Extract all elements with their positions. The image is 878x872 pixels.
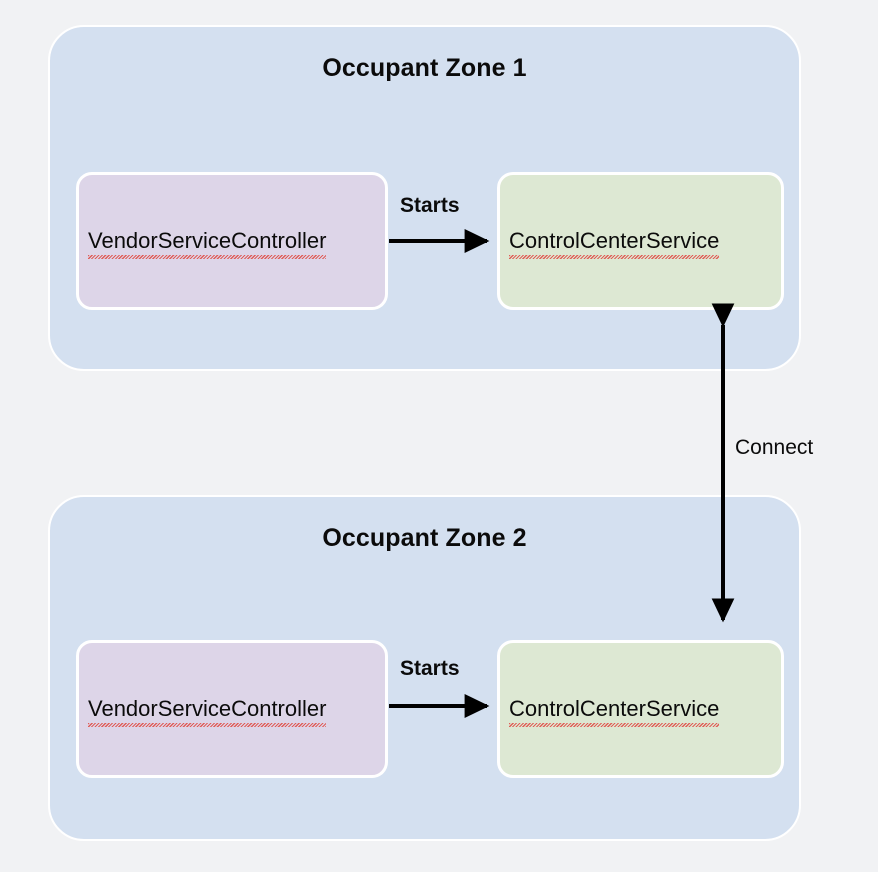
connect-edge-label: Connect (735, 436, 814, 459)
control-center-service-node-zone-2[interactable]: ControlCenterService (497, 640, 784, 778)
vendor-service-controller-label-zone-2: VendorServiceController (79, 696, 327, 728)
vendor-service-controller-node-zone-2[interactable]: VendorServiceController (76, 640, 388, 778)
occupant-zone-2-title: Occupant Zone 2 (322, 524, 527, 552)
vendor-service-controller-node-zone-1[interactable]: VendorServiceController (76, 172, 388, 310)
occupant-zone-1-title: Occupant Zone 1 (322, 54, 527, 82)
starts-edge-label-zone-1: Starts (400, 194, 460, 217)
vendor-service-controller-label-zone-1: VendorServiceController (79, 228, 327, 260)
control-center-service-node-zone-1[interactable]: ControlCenterService (497, 172, 784, 310)
control-center-service-label-zone-2: ControlCenterService (500, 696, 720, 728)
control-center-service-label-zone-1: ControlCenterService (500, 228, 720, 260)
starts-edge-label-zone-2: Starts (400, 657, 460, 680)
